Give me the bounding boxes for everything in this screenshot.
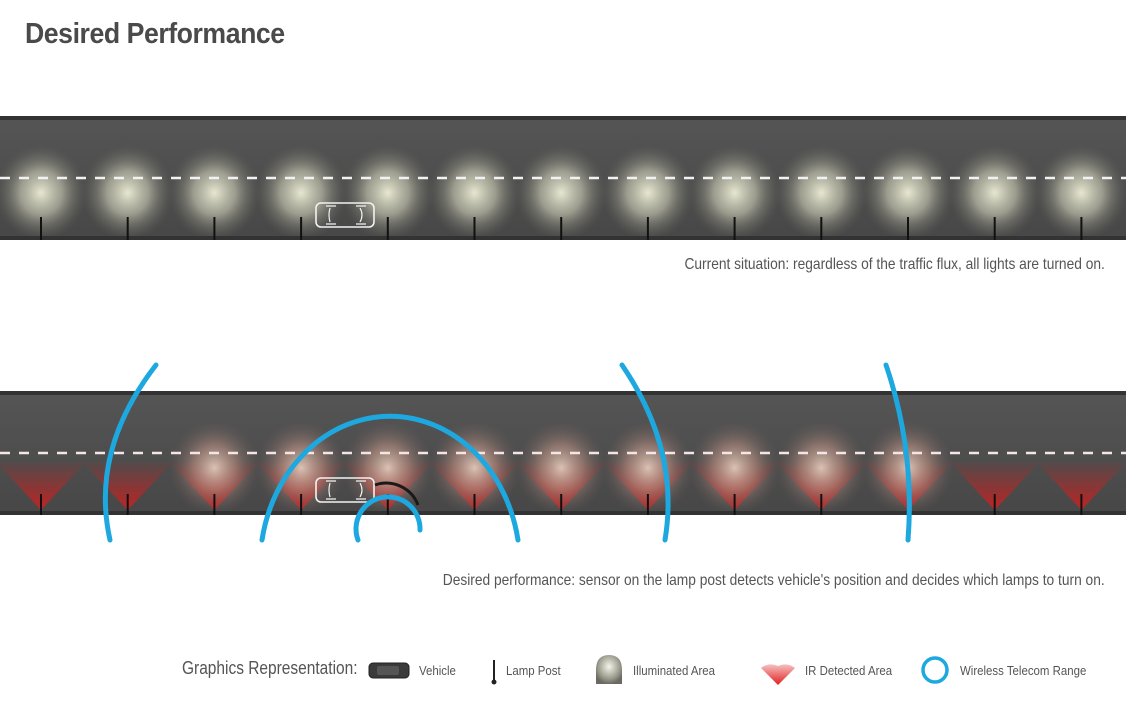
illuminated-area xyxy=(601,415,694,511)
lamp-post-icon xyxy=(491,660,497,685)
wireless-range-small xyxy=(353,494,423,543)
vehicle xyxy=(315,202,375,228)
illuminated-area xyxy=(775,140,868,236)
legend-title: Graphics Representation: xyxy=(182,658,358,678)
illuminated-area xyxy=(168,415,261,511)
page-title: Desired Performance xyxy=(25,18,285,50)
wireless-range-arc-mid xyxy=(619,362,671,543)
illuminated-area xyxy=(81,140,174,236)
illuminated-area xyxy=(428,140,521,236)
illuminated-area xyxy=(341,140,434,236)
illuminated-area xyxy=(688,140,781,236)
wireless-range-icon xyxy=(921,656,949,684)
illuminated-area xyxy=(1035,140,1126,236)
wireless-range-arc-right xyxy=(883,362,912,543)
wireless-range-arc-left xyxy=(102,362,159,543)
illuminated-area xyxy=(948,140,1041,236)
wireless-ranges xyxy=(102,362,912,543)
illuminated-area xyxy=(515,140,608,236)
illuminated-area xyxy=(168,140,261,236)
ir-detected-area xyxy=(0,462,86,510)
legend-icons xyxy=(368,655,949,685)
illuminated-area xyxy=(0,140,87,236)
caption-current: Current situation: regardless of the tra… xyxy=(684,256,1105,273)
illuminated-area xyxy=(428,415,521,511)
illuminated-area xyxy=(601,140,694,236)
legend-label-wireless-range: Wireless Telecom Range xyxy=(960,663,1087,678)
legend-label-vehicle: Vehicle xyxy=(419,663,456,678)
ir-detected-area-icon xyxy=(761,664,795,685)
vehicle xyxy=(315,477,375,503)
illuminated-area xyxy=(862,140,954,236)
legend-label-lamp-post: Lamp Post xyxy=(506,663,561,678)
illuminated-area xyxy=(341,415,434,511)
legend-label-illuminated-area: Illuminated Area xyxy=(633,663,716,678)
vehicle-icon xyxy=(368,662,410,679)
ir-detected-area xyxy=(1036,462,1126,510)
illuminated-area xyxy=(775,415,868,511)
road-current xyxy=(0,116,1126,240)
illuminated-area xyxy=(515,415,608,511)
illuminated-area xyxy=(255,140,348,236)
illuminated-area-icon xyxy=(596,655,622,684)
illuminated-area xyxy=(688,415,781,511)
sensor-arc xyxy=(374,481,420,506)
road-desired xyxy=(0,362,1126,543)
lamp-posts-current xyxy=(40,217,1083,240)
illuminated-areas-current xyxy=(0,140,1126,236)
caption-desired: Desired performance: sensor on the lamp … xyxy=(443,572,1105,589)
ir-detected-area xyxy=(949,462,1040,510)
wireless-range-large xyxy=(259,413,521,543)
legend-label-ir-detected-area: IR Detected Area xyxy=(805,663,893,678)
